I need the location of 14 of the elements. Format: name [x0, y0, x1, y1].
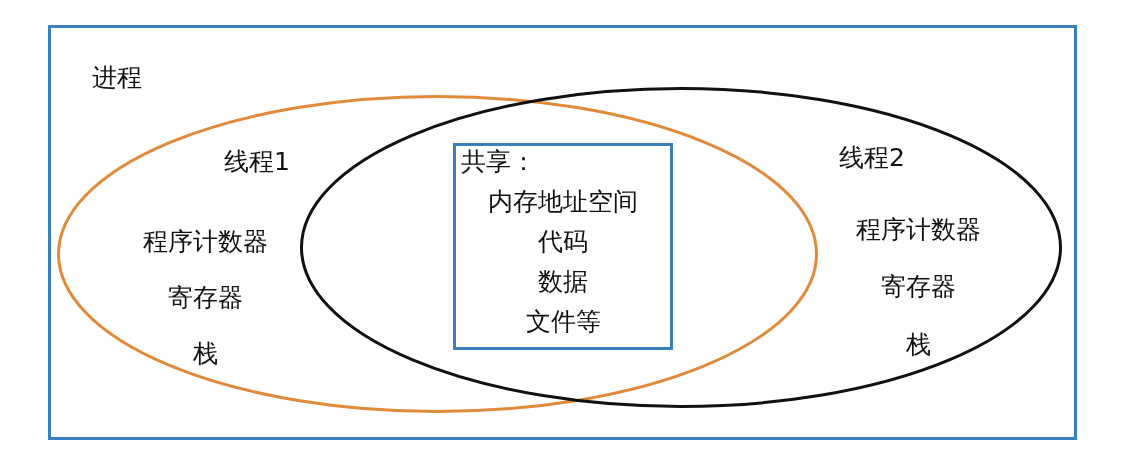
- node-label: 栈: [192, 339, 218, 369]
- node-label: 寄存器: [880, 272, 956, 302]
- node-label: 栈: [905, 330, 931, 360]
- node-label: 内存地址空间: [488, 187, 638, 217]
- node-label: 代码: [538, 227, 588, 257]
- node-label: 线程2: [839, 143, 905, 173]
- node-label: 程序计数器: [142, 227, 268, 257]
- node-label: 线程1: [224, 147, 290, 177]
- node-label: 程序计数器: [855, 215, 981, 245]
- node-label: 进程: [92, 63, 142, 93]
- node-label: 文件等: [525, 307, 601, 337]
- node-label: 共享：: [461, 147, 536, 177]
- node-label: 寄存器: [167, 283, 243, 313]
- node-label: 数据: [538, 267, 588, 297]
